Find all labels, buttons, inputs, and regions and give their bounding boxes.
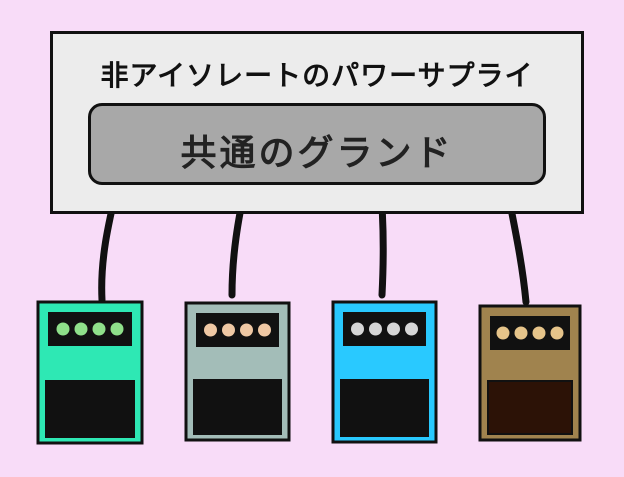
effect-pedal-3 [331,300,438,444]
pedal-footswitch-plate [487,380,573,435]
pedal-knob [92,322,106,336]
pedal-knob [240,323,253,337]
power-supply-title: 非アイソレートのパワーサプライ [100,59,534,92]
pedal-knob [550,326,564,340]
common-ground-bus: 共通のグランド [88,103,546,185]
pedal-knob [496,326,510,340]
pedal-knob [387,322,400,336]
pedal-footswitch-plate [193,379,282,435]
common-ground-label: 共通のグランド [180,133,454,174]
pedal-knob [110,322,124,336]
pedal-knob [405,322,418,336]
effect-pedal-2 [184,301,291,442]
pedal-footswitch-plate [340,379,429,437]
pedal-knob [369,322,382,336]
pedal-knob [351,322,364,336]
effect-pedal-1 [36,300,144,445]
effect-pedal-4 [478,304,582,442]
pedal-knob [204,323,217,337]
pedal-knob [514,326,528,340]
pedal-knob [532,326,546,340]
pedal-knob [74,322,88,336]
pedal-knob [222,323,235,337]
pedal-knob [258,323,271,337]
pedals [36,300,582,445]
pedal-knob [56,322,70,336]
pedal-footswitch-plate [45,380,135,438]
